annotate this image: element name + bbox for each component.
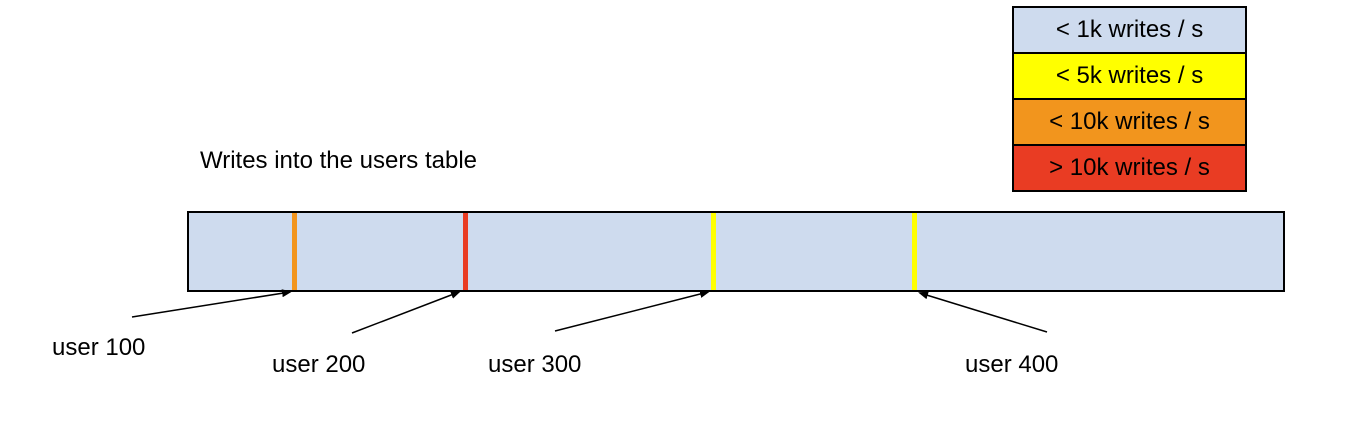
legend-item-label: < 1k writes / s xyxy=(1055,16,1204,43)
legend-item-label: < 10k writes / s xyxy=(1049,108,1210,135)
write-hotspot-marker-user-100 xyxy=(291,213,297,290)
label-user-400: user 400 xyxy=(965,351,1059,378)
write-hotspot-marker-user-200 xyxy=(462,213,468,290)
write-hotspot-marker-user-300 xyxy=(710,213,716,290)
diagram-title: Writes into the users table xyxy=(200,147,478,174)
legend-item-lt-10k: < 10k writes / s xyxy=(1012,98,1247,146)
arrow-user-300 xyxy=(554,290,710,332)
legend-item-label: > 10k writes / s xyxy=(1049,154,1210,181)
legend-item-lt-5k: < 5k writes / s xyxy=(1012,52,1247,100)
arrow-user-200 xyxy=(351,291,461,334)
arrow-user-400 xyxy=(918,291,1048,333)
legend-item-lt-1k: < 1k writes / s xyxy=(1012,6,1247,54)
users-table-bar xyxy=(187,211,1285,292)
label-user-100: user 100 xyxy=(52,334,146,361)
label-user-200: user 200 xyxy=(272,351,366,378)
label-user-300: user 300 xyxy=(488,351,582,378)
legend-item-label: < 5k writes / s xyxy=(1055,62,1204,89)
legend: < 1k writes / s < 5k writes / s < 10k wr… xyxy=(1012,6,1247,192)
write-hotspot-marker-user-400 xyxy=(912,213,918,290)
arrow-user-100 xyxy=(131,289,292,318)
legend-item-gt-10k: > 10k writes / s xyxy=(1012,144,1247,192)
